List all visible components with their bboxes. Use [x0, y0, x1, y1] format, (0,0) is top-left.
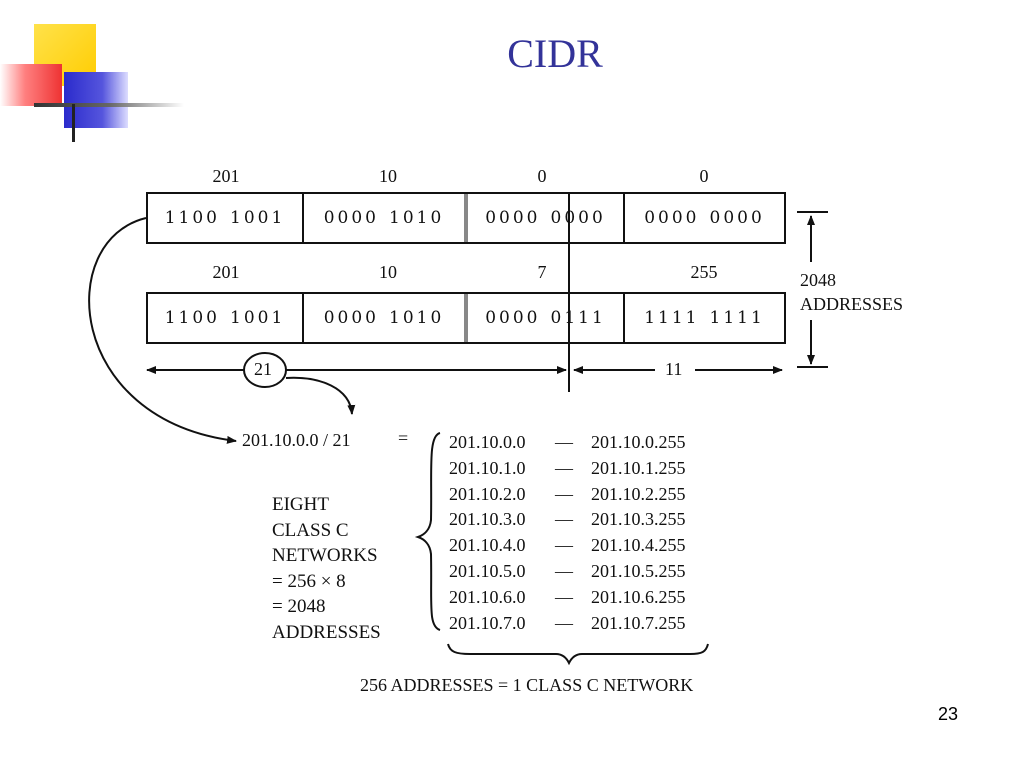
range-bottom-brace: [447, 643, 709, 666]
span-count-label: 2048: [800, 270, 836, 290]
address-range-item: 201.10.0.0—201.10.0.255: [449, 432, 686, 452]
address-range-item: 201.10.2.0—201.10.2.255: [449, 483, 686, 504]
page-number: 23: [938, 704, 959, 724]
deco-vertical-line: [72, 104, 75, 142]
row1-octet-1: 201: [212, 166, 240, 186]
note-line: CLASS C: [272, 519, 349, 541]
row2-octet-1: 201: [212, 262, 240, 282]
row1-octet-4: 0: [699, 166, 709, 186]
slide-title: CIDR: [507, 31, 603, 76]
address-range-item: 201.10.5.0—201.10.5.255: [449, 560, 686, 581]
address-range-item: 201.10.1.0—201.10.1.255: [449, 457, 686, 478]
class-c-footer-note: 256 ADDRESSES = 1 CLASS C NETWORK: [360, 675, 694, 695]
cidr-equals: =: [398, 428, 409, 448]
host-bits-label: 11: [665, 359, 683, 379]
note-line: = 2048: [272, 596, 326, 617]
row2-octet-4: 255: [690, 262, 718, 282]
address-range-item: 201.10.7.0—201.10.7.255: [449, 612, 686, 633]
address-range-item: 201.10.6.0—201.10.6.255: [449, 586, 686, 607]
deco-horizontal-line: [34, 103, 184, 107]
address-range-item: 201.10.3.0—201.10.3.255: [449, 509, 686, 530]
address-range-list: 201.10.0.0—201.10.0.255 201.10.1.0—201.1…: [449, 430, 686, 636]
prefix-bits-label: 21: [254, 359, 272, 379]
prefix-to-notation-arrow: [285, 376, 356, 415]
row1-octet-2: 10: [379, 166, 397, 186]
prefix-circle: [243, 352, 287, 388]
range-left-brace: [414, 432, 441, 631]
note-line: NETWORKS: [272, 545, 378, 566]
cidr-notation: 201.10.0.0 / 21: [242, 430, 351, 450]
eight-networks-note: EIGHT CLASS C NETWORKS = 256 × 8 = 2048 …: [272, 492, 381, 645]
row2-octet-2: 10: [379, 262, 397, 282]
note-line: = 256 × 8: [272, 570, 346, 592]
span-addresses-label: ADDRESSES: [800, 294, 904, 314]
note-line: EIGHT: [272, 494, 329, 515]
row1-octet-3: 0: [537, 166, 547, 186]
row2-octet-3: 7: [537, 262, 547, 282]
note-line: ADDRESSES: [272, 621, 381, 643]
deco-red-square: [0, 64, 62, 106]
row-to-notation-arrow: [88, 217, 237, 444]
address-range-item: 201.10.4.0—201.10.4.255: [449, 535, 686, 556]
